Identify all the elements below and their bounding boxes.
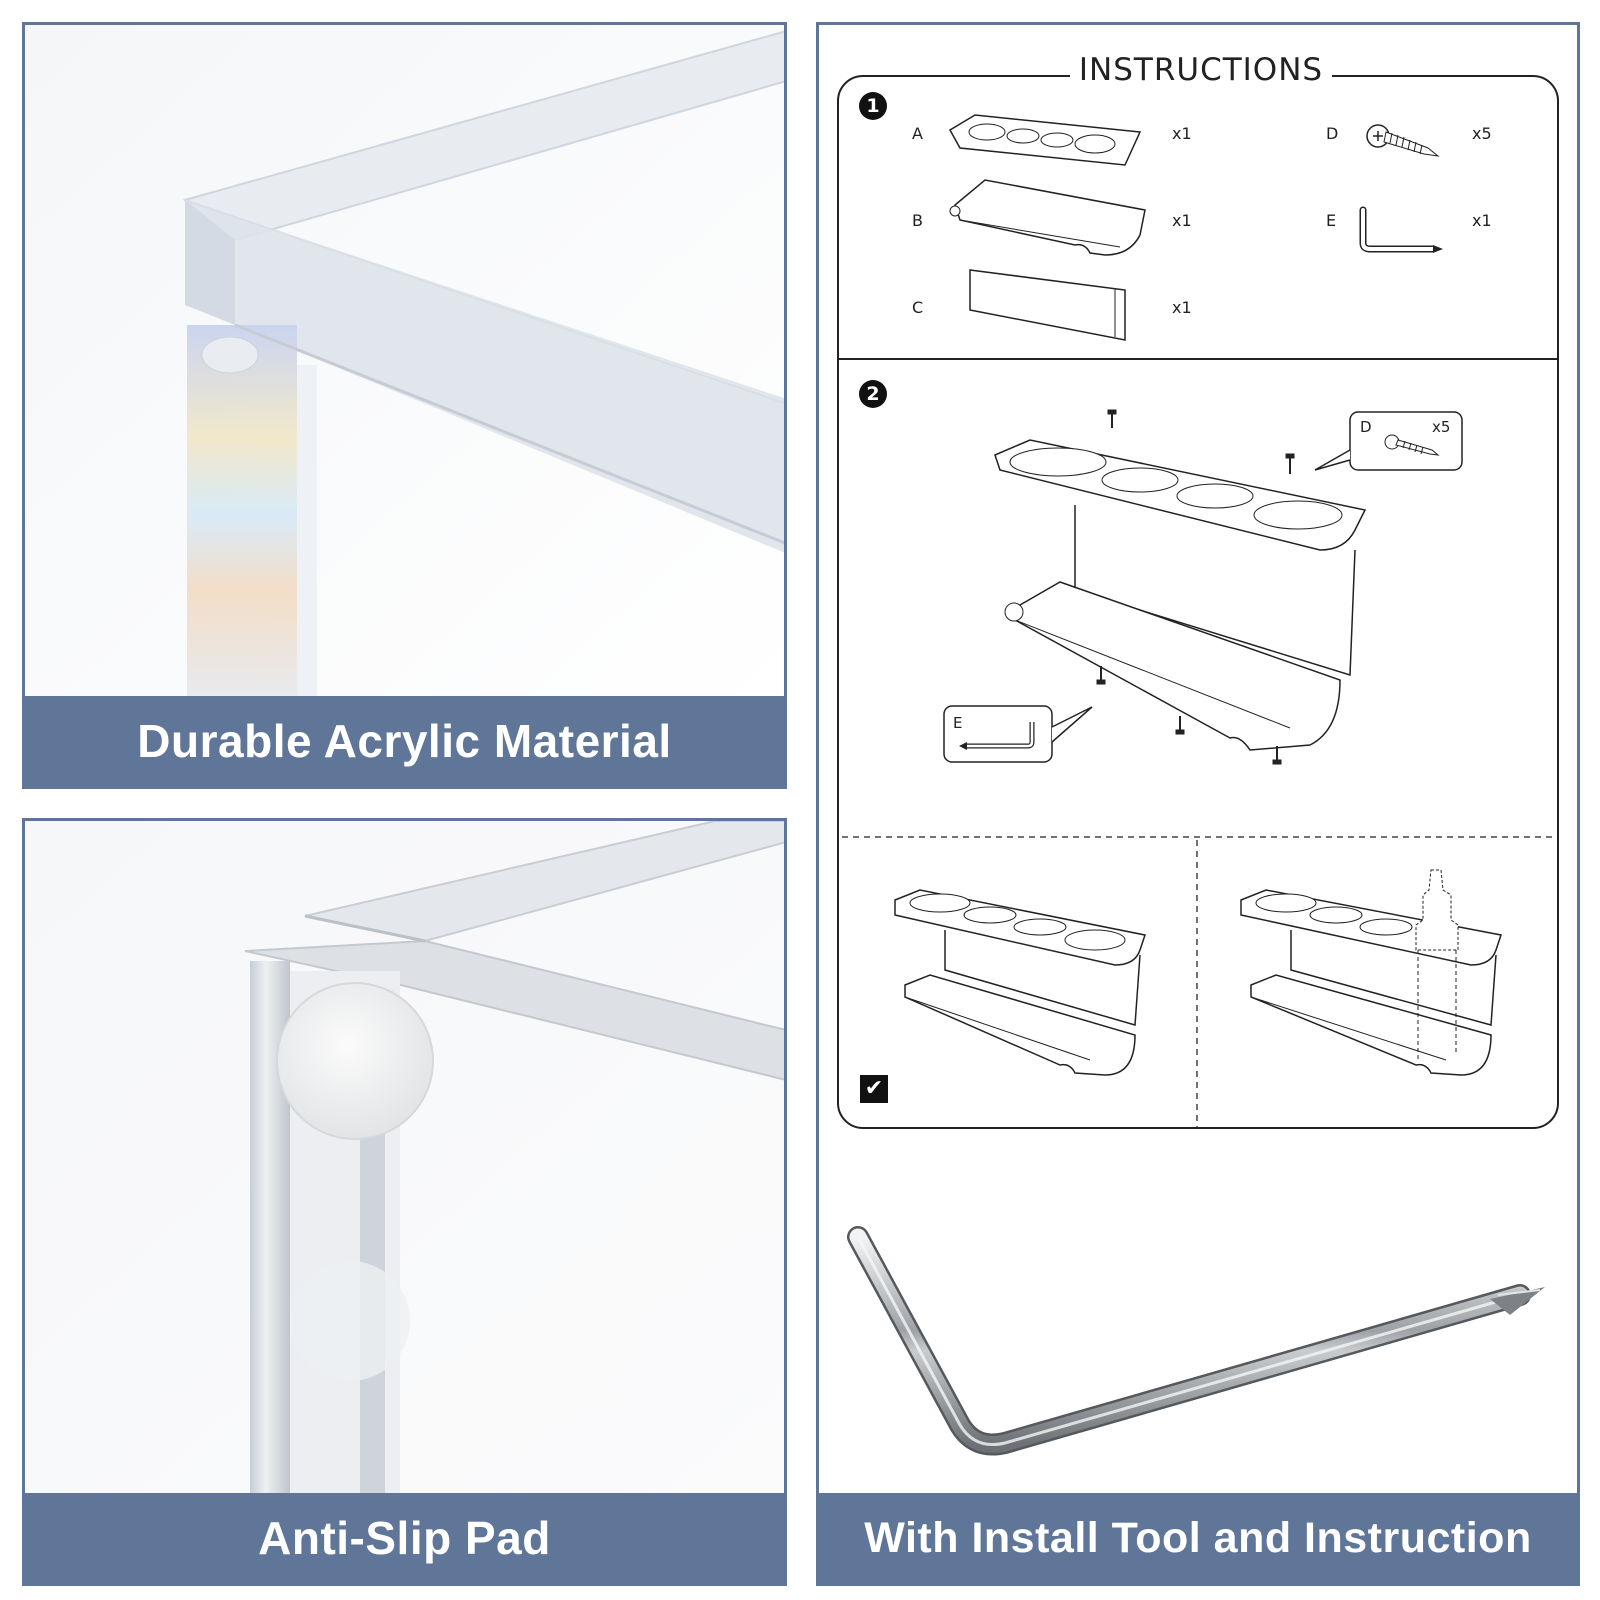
part-c-back-panel-icon	[969, 269, 1126, 341]
caption-install-tool: With Install Tool and Instruction	[864, 1513, 1532, 1562]
install-tool-photo	[847, 1226, 1545, 1456]
step-2-number: 2	[859, 380, 887, 408]
caption-bar: Durable Acrylic Material	[25, 696, 784, 786]
caption-bar: With Install Tool and Instruction	[819, 1493, 1577, 1583]
part-a-label: A	[912, 124, 923, 143]
part-b-label: B	[912, 211, 923, 230]
part-d-qty: x5	[1472, 124, 1492, 143]
instructions-title: INSTRUCTIONS	[1070, 52, 1332, 88]
part-c-qty: x1	[1172, 298, 1192, 317]
hex-wrench-icon	[1359, 206, 1443, 253]
assembled-holder-sketch	[894, 889, 1146, 1076]
part-d-label: D	[1326, 124, 1339, 143]
callout-wrench-label: E	[953, 714, 963, 732]
part-a-top-plate-icon	[948, 114, 1142, 166]
anti-slip-panel: Anti-Slip Pad	[22, 818, 787, 1586]
callout-screw-qty: x5	[1432, 418, 1451, 436]
callout-screw-label: D	[1360, 418, 1372, 436]
caption-anti-slip-pad: Anti-Slip Pad	[258, 1512, 551, 1564]
part-e-qty: x1	[1472, 211, 1492, 230]
material-panel: Durable Acrylic Material	[22, 22, 787, 789]
part-a-qty: x1	[1172, 124, 1192, 143]
callout-screw-box	[1314, 411, 1463, 471]
screw-icon	[1366, 124, 1440, 157]
acrylic-corner-photo	[25, 25, 784, 705]
caption-bar: Anti-Slip Pad	[25, 1493, 784, 1583]
anti-slip-pad-photo	[25, 821, 784, 1501]
step-1-number: 1	[859, 92, 887, 120]
callout-wrench-box	[943, 705, 1093, 763]
part-e-label: E	[1326, 211, 1337, 230]
part-b-base-plate-icon	[949, 179, 1146, 256]
holder-with-item-sketch	[1240, 869, 1502, 1076]
caption-durable-acrylic: Durable Acrylic Material	[137, 715, 672, 767]
assembly-diagram	[994, 409, 1367, 765]
check-mark-icon: ✔	[860, 1075, 888, 1103]
part-b-qty: x1	[1172, 211, 1192, 230]
part-c-label: C	[912, 298, 924, 317]
